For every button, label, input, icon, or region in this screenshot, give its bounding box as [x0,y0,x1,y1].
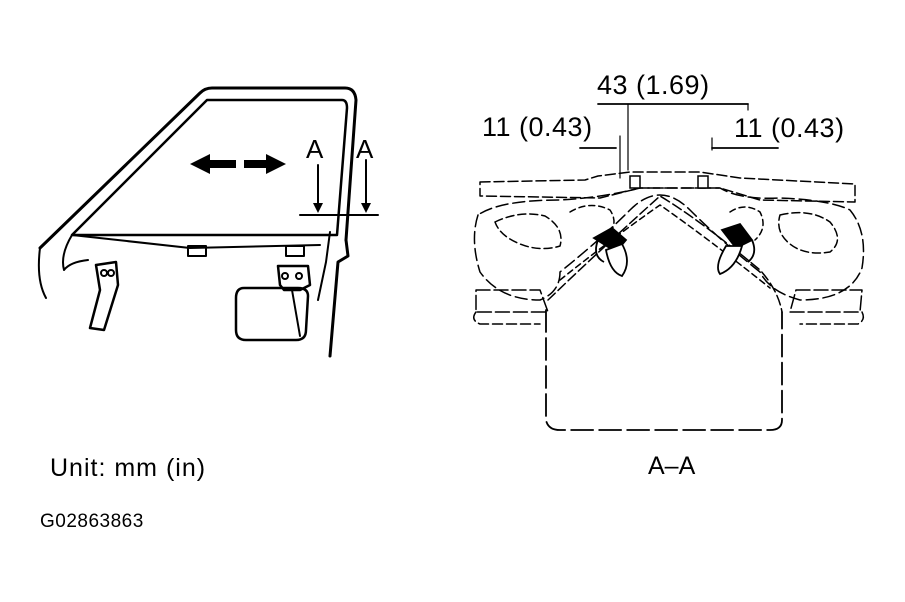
unit-label: Unit: mm (in) [50,454,207,482]
dimension-right-label: 11 (0.43) [734,113,845,143]
weatherstrip-outer [473,187,865,301]
window-glass [70,98,349,237]
glass-clip-1 [187,245,207,257]
dimension-left-label: 11 (0.43) [482,112,593,142]
movement-arrow-icon [190,154,286,174]
figure-code: G02863863 [40,511,144,532]
clip-left-icon [592,226,628,278]
section-arrow-right-head [361,203,371,213]
section-title: A–A [648,452,696,480]
window-frame-outer [38,86,358,250]
door-cavity [545,309,783,431]
clip-right-icon [717,222,756,276]
glass-tab-left [629,175,641,189]
regulator-bracket [88,260,120,332]
glass-tab-right [697,175,709,189]
dimension-top-label: 43 (1.69) [597,70,710,100]
belt-line [71,234,321,249]
section-arrow-left-label: A [306,134,324,164]
regulator-motor [234,286,310,342]
glass-panel [479,171,856,203]
section-arrow-right-label: A [356,134,374,164]
door-pillar [328,238,350,358]
glass-clip-2 [285,245,305,257]
section-arrow-left-head [313,203,323,213]
